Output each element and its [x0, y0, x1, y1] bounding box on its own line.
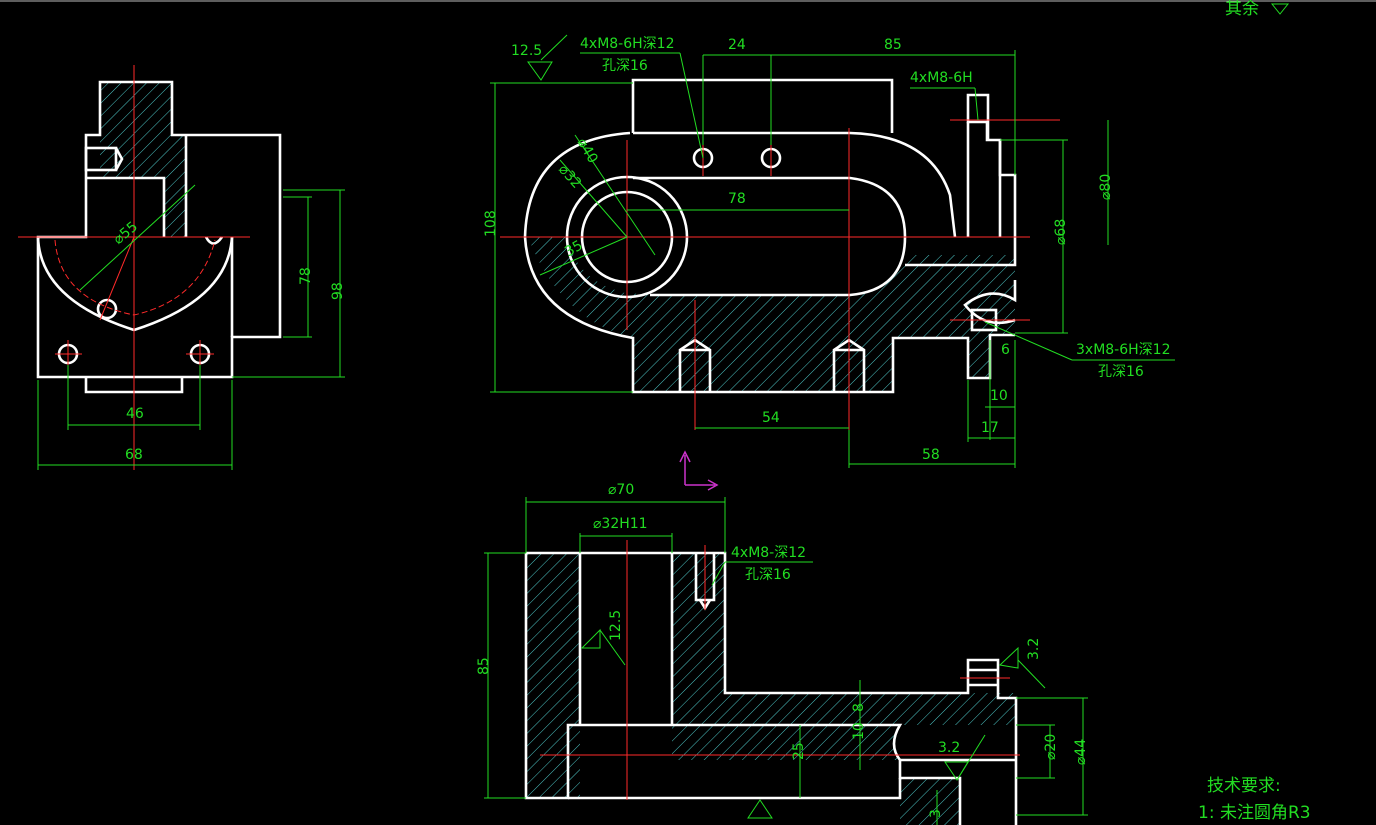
tech-notes-line1: 1: 未注圆角R3: [1198, 803, 1311, 823]
main-view: 12.5 4xM8-6H深12 孔深16 24 85 4xM8-6H ⌀40 ⌀…: [483, 34, 1175, 468]
left-dim-78: 78: [298, 267, 314, 285]
main-dim-24: 24: [728, 37, 746, 53]
left-dim-68: 68: [125, 447, 143, 463]
left-view: ⌀55 78 98 46 68: [18, 65, 346, 470]
ucs-icon: [679, 450, 719, 491]
main-dim-58: 58: [922, 447, 940, 463]
main-dim-78: 78: [728, 191, 746, 207]
main-dim-85: 85: [884, 37, 902, 53]
main-dim-dia80: ⌀80: [1098, 174, 1114, 200]
section-note-b: 孔深16: [745, 567, 791, 583]
main-dim-6: 6: [1001, 342, 1010, 358]
main-hole-note-2: 4xM8-6H: [910, 70, 973, 86]
other-roughness-label: 其余: [1225, 0, 1259, 19]
section-dim-dia44: ⌀44: [1073, 739, 1089, 765]
main-hole-note-3: 3xM8-6H深12: [1076, 342, 1170, 358]
section-dim-85: 85: [476, 657, 492, 675]
section-dim-8: 8: [851, 703, 867, 712]
section-dim-25: 25: [791, 742, 807, 760]
section-dim-3: 3: [928, 809, 944, 818]
main-dim-108: 108: [483, 210, 499, 237]
left-dim-98: 98: [330, 282, 346, 300]
left-dim-46: 46: [126, 406, 144, 422]
section-dim-dia70: ⌀70: [608, 482, 634, 498]
main-dim-10: 10: [990, 388, 1008, 404]
main-rough-12-5: 12.5: [511, 43, 542, 59]
main-dim-54: 54: [762, 410, 780, 426]
section-dim-10: 10: [851, 722, 867, 740]
roughness-symbol-icon: [1270, 3, 1290, 15]
main-dim-17: 17: [981, 420, 999, 436]
left-dim-dia55: ⌀55: [111, 219, 141, 248]
main-dim-dia32: ⌀32: [555, 162, 584, 192]
section-dim-dia20: ⌀20: [1043, 734, 1059, 760]
section-view: ⌀70 ⌀32H11 4xM8-深12 孔深16 12.5 3.2 85 8 1…: [476, 482, 1089, 825]
main-dim-dia68: ⌀68: [1053, 219, 1069, 245]
tech-notes-title: 技术要求:: [1207, 776, 1281, 796]
main-hole-note-1b: 孔深16: [602, 58, 648, 74]
section-dim-dia32h11: ⌀32H11: [593, 516, 648, 532]
main-hole-note-3b: 孔深16: [1098, 364, 1144, 380]
main-dim-dia40: ⌀40: [574, 135, 601, 166]
main-hole-note-1: 4xM8-6H深12: [580, 36, 674, 52]
main-dim-35: 35: [562, 238, 585, 261]
section-rough-3-2a: 3.2: [1026, 638, 1042, 660]
section-note: 4xM8-深12: [731, 545, 806, 561]
main-view-hatch: [528, 237, 1015, 392]
section-rough-3-2b: 3.2: [938, 740, 960, 756]
section-rough-12-5: 12.5: [608, 610, 624, 641]
